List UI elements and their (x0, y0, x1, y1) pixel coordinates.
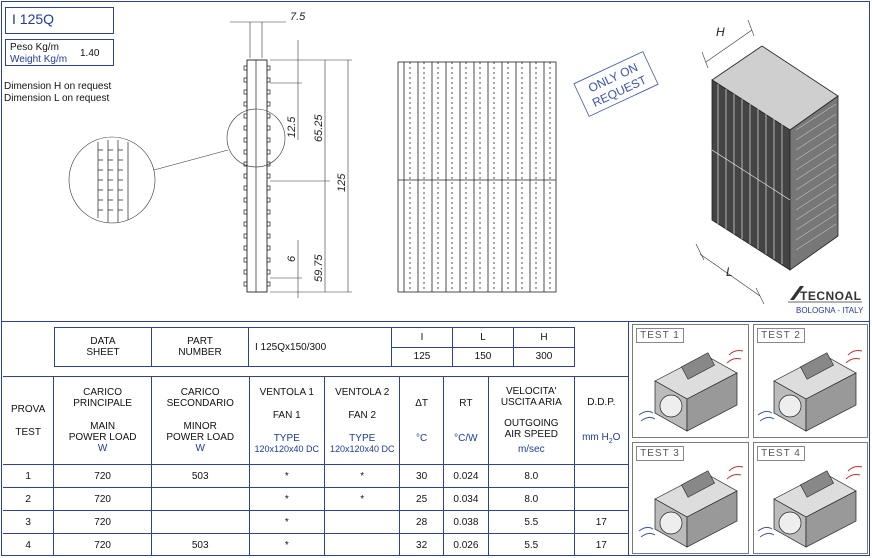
dim-top-label: 7.5 (290, 11, 306, 23)
iso-h-label: H (716, 25, 725, 39)
col-ddp: D.D.P. mm H2O (573, 376, 628, 465)
weight-box: Peso Kg/m Weight Kg/m 1.40 (5, 39, 114, 66)
dim-a-label: 12.5 (286, 116, 298, 138)
col-rt: RT °C/W (442, 376, 490, 465)
note-dimension-l: Dimension L on request (4, 93, 110, 104)
brand-name: TECNOAL (800, 289, 862, 303)
technical-drawing: 7.5 12.5 65.25 125 6 59.75 ONLY ON REQUE… (68, 11, 864, 315)
profile-front-view (397, 61, 557, 293)
weight-label-en: Weight Kg/m (10, 54, 68, 65)
only-on-request-stamp: ONLY ON REQUEST (573, 51, 659, 117)
test-3-illustration: TEST 3 (632, 442, 749, 554)
dim-b-label: 65.25 (313, 114, 325, 142)
val-h: 300 (513, 346, 575, 367)
note-dimension-h: Dimension H on request (4, 81, 112, 92)
panel-divider (628, 322, 629, 556)
test-1-illustration: TEST 1 (632, 324, 749, 438)
test-4-illustration: TEST 4 (753, 442, 868, 554)
dim-d-label: 59.75 (313, 254, 325, 282)
test-2-label: TEST 2 (757, 328, 805, 343)
brand-city: BOLOGNA - ITALY (796, 306, 864, 315)
part-value: I 125Qx150/300 (248, 327, 392, 367)
test-3-label: TEST 3 (636, 446, 684, 461)
heatsink-isometric: H L (695, 19, 839, 305)
test-4-label: TEST 4 (757, 446, 805, 461)
col-l-header: L (452, 327, 514, 348)
test-2-illustration: TEST 2 (753, 324, 868, 438)
col-h-header: H (513, 327, 575, 348)
fan-setup-1-icon (638, 350, 744, 432)
col-i-header: I (391, 327, 453, 348)
fan-setup-4-icon (757, 466, 863, 548)
section-divider (1, 321, 870, 322)
product-code: I 125Q (5, 7, 114, 34)
dim-c-label: 6 (286, 255, 298, 262)
val-l: 150 (452, 346, 514, 367)
col-delta-t: ΔT °C (399, 376, 444, 465)
val-i: 125 (391, 346, 453, 367)
brand-logo: TECNOAL BOLOGNA - ITALY (788, 286, 864, 315)
weight-value: 1.40 (80, 48, 100, 59)
iso-l-label: L (726, 265, 733, 279)
weight-label-it: Peso Kg/m (10, 42, 59, 53)
fan-setup-2-icon (757, 350, 863, 432)
dim-total-label: 125 (336, 173, 348, 192)
profile-side-view: 7.5 12.5 65.25 125 6 59.75 (68, 11, 352, 298)
fan-setup-3-icon (638, 466, 744, 548)
test-1-label: TEST 1 (636, 328, 684, 343)
